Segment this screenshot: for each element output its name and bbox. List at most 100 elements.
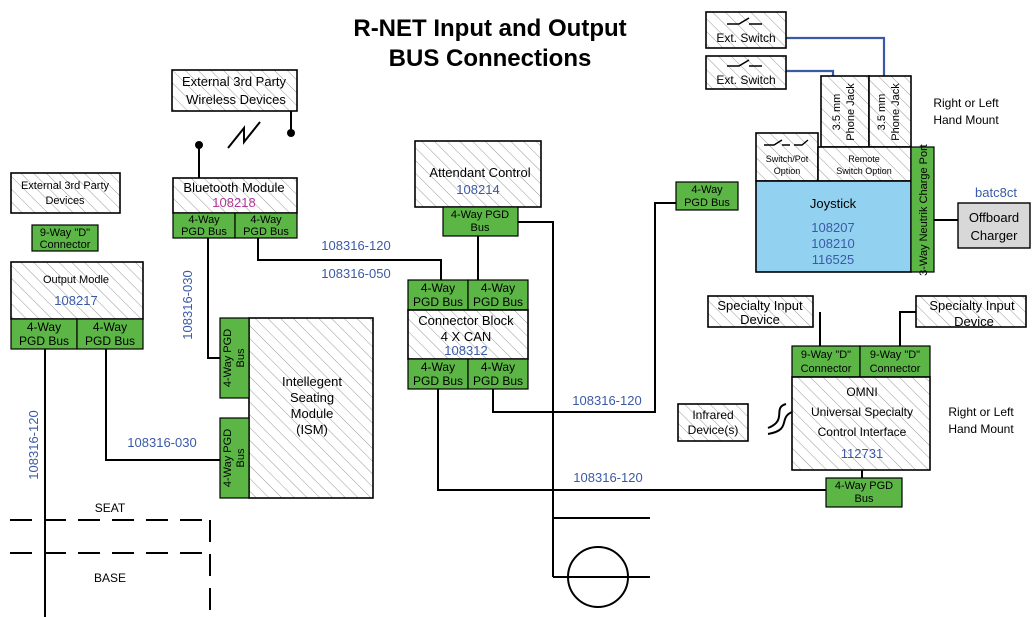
specialty-input-right: Specialty Input Device <box>915 295 1027 329</box>
cable-label-output-vertical: 108316-120 <box>26 410 41 479</box>
bluetooth-part: 108218 <box>212 195 255 210</box>
external-devices-dsub: 9-Way "D" Connector <box>31 224 99 252</box>
external-devices-box: External 3rd Party Devices <box>10 172 121 214</box>
svg-text:Device: Device <box>740 312 780 327</box>
output-module-name: Output Modle <box>43 274 109 286</box>
mount-label-top-line2: Hand Mount <box>933 113 999 127</box>
omni-line3: Control Interface <box>818 425 907 439</box>
wire-specialty-right <box>899 311 916 346</box>
connector-block-box: Connector Block 4 X CAN 108312 <box>407 309 529 360</box>
ism-line4: (ISM) <box>296 422 328 437</box>
ism-line3: Module <box>291 406 334 421</box>
ext-wireless-line2: Wireless Devices <box>186 92 286 107</box>
wireless-device-antenna-dot <box>287 129 295 137</box>
svg-text:Specialty Input: Specialty Input <box>717 298 803 313</box>
mount-label-bottom-line2: Hand Mount <box>948 422 1014 436</box>
svg-text:Bus: Bus <box>235 348 247 367</box>
omni-part: 112731 <box>841 446 883 461</box>
svg-text:Device(s): Device(s) <box>688 423 739 437</box>
svg-text:Connector: Connector <box>801 363 852 375</box>
svg-text:4-Way: 4-Way <box>250 214 282 226</box>
svg-text:PGD Bus: PGD Bus <box>243 226 289 238</box>
ext-wireless-line1: External 3rd Party <box>182 74 287 89</box>
wire-bluetooth-connector <box>257 238 442 280</box>
switch-pot-symbol-icon <box>764 139 809 146</box>
svg-text:4-Way: 4-Way <box>421 360 455 374</box>
svg-text:Switch Option: Switch Option <box>836 166 892 176</box>
joystick-part-2: 108210 <box>811 236 854 251</box>
svg-text:Bus: Bus <box>235 448 247 467</box>
seat-base-separator <box>10 519 211 617</box>
connector-pgd-top-right: 4-Way PGD Bus <box>467 279 529 311</box>
joystick-part-1: 108207 <box>811 220 854 235</box>
svg-text:Bus: Bus <box>855 493 874 505</box>
svg-text:Remote: Remote <box>848 154 880 164</box>
output-module-box: Output Modle 108217 <box>10 261 144 320</box>
specialty-input-left: Specialty Input Device <box>707 295 814 328</box>
seat-label: SEAT <box>95 501 126 515</box>
ism-pgd-bottom: 4-Way PGD Bus <box>219 417 250 499</box>
bluetooth-pgd-right: 4-Way PGD Bus <box>234 212 298 239</box>
output-pgd-right: 4-Way PGD Bus <box>76 318 144 350</box>
cable-label-connector-joystick: 108316-120 <box>572 393 641 408</box>
svg-text:4-Way: 4-Way <box>691 184 723 196</box>
charge-port: 3-Way Neutrik Charge Port <box>910 144 935 276</box>
omni-line1: OMNI <box>846 385 877 399</box>
svg-text:4-Way: 4-Way <box>421 281 455 295</box>
ism-line2: Seating <box>290 390 334 405</box>
base-label: BASE <box>94 571 126 585</box>
omni-dsub-left: 9-Way "D" Connector <box>791 345 861 378</box>
omni-line2: Universal Specialty <box>811 405 913 419</box>
svg-text:PGD Bus: PGD Bus <box>181 226 227 238</box>
mount-label-bottom-line1: Right or Left <box>948 405 1014 419</box>
offboard-charger-box: Offboard Charger <box>957 202 1031 249</box>
ext-devices-line2: Devices <box>45 195 85 207</box>
svg-text:PGD Bus: PGD Bus <box>473 295 523 309</box>
omni-box: OMNI Universal Specialty Control Interfa… <box>791 376 931 471</box>
ism-line1: Intellegent <box>282 374 342 389</box>
wire-connector-joystick <box>492 202 676 413</box>
diagram-title-line1: R-NET Input and Output <box>353 15 626 42</box>
svg-text:Specialty Input: Specialty Input <box>929 298 1015 313</box>
svg-text:4-Way: 4-Way <box>481 360 515 374</box>
bluetooth-name: Bluetooth Module <box>183 180 284 195</box>
svg-text:4-Way: 4-Way <box>188 214 220 226</box>
cable-label-bluetooth-connector: 108316-120 <box>321 238 390 253</box>
joystick-name: Joystick <box>810 196 857 211</box>
mount-label-top-line1: Right or Left <box>933 96 999 110</box>
connector-block-line1: Connector Block <box>418 313 514 328</box>
connector-block-part: 108312 <box>444 343 487 358</box>
svg-text:3-Way Neutrik Charge Port: 3-Way Neutrik Charge Port <box>918 144 930 276</box>
joystick-box: Joystick 108207 108210 116525 <box>755 180 912 273</box>
output-module-part: 108217 <box>54 293 97 308</box>
svg-text:4-Way: 4-Way <box>93 320 127 334</box>
remote-switch-option-box: Remote Switch Option <box>817 146 912 182</box>
svg-text:Infrared: Infrared <box>692 408 733 422</box>
ext-switch-2-label: Ext. Switch <box>716 73 775 87</box>
external-wireless-devices-box: External 3rd Party Wireless Devices <box>171 69 298 112</box>
charger-cable-label: batc8ct <box>975 185 1017 200</box>
joystick-part-3: 116525 <box>812 252 854 267</box>
infrared-signal-icon <box>767 403 793 435</box>
ism-box: Intellegent Seating Module (ISM) <box>248 317 374 499</box>
phone-jack-right: 3.5 mm Phone Jack <box>868 75 912 148</box>
cable-label-connector-omni: 108316-120 <box>573 470 642 485</box>
svg-text:PGD Bus: PGD Bus <box>413 295 463 309</box>
phone-jack-left: 3.5 mm Phone Jack <box>820 75 870 148</box>
svg-text:4-Way: 4-Way <box>481 281 515 295</box>
bluetooth-antenna-dot <box>195 141 203 149</box>
svg-text:9-Way "D": 9-Way "D" <box>40 227 90 239</box>
omni-pgd: 4-Way PGD Bus <box>825 477 903 508</box>
cable-label-output-ism: 108316-030 <box>127 435 196 450</box>
svg-text:PGD Bus: PGD Bus <box>413 374 463 388</box>
svg-text:3.5 mm: 3.5 mm <box>876 94 888 131</box>
bluetooth-pgd-left: 4-Way PGD Bus <box>172 212 236 239</box>
svg-text:4-Way PGD: 4-Way PGD <box>835 480 893 492</box>
svg-text:4-Way PGD: 4-Way PGD <box>222 429 234 487</box>
infrared-device-box: Infrared Device(s) <box>677 403 749 442</box>
svg-text:9-Way "D": 9-Way "D" <box>801 349 851 361</box>
bus-wires <box>10 36 958 617</box>
svg-text:Phone Jack: Phone Jack <box>890 83 902 141</box>
svg-text:Connector: Connector <box>40 239 91 251</box>
